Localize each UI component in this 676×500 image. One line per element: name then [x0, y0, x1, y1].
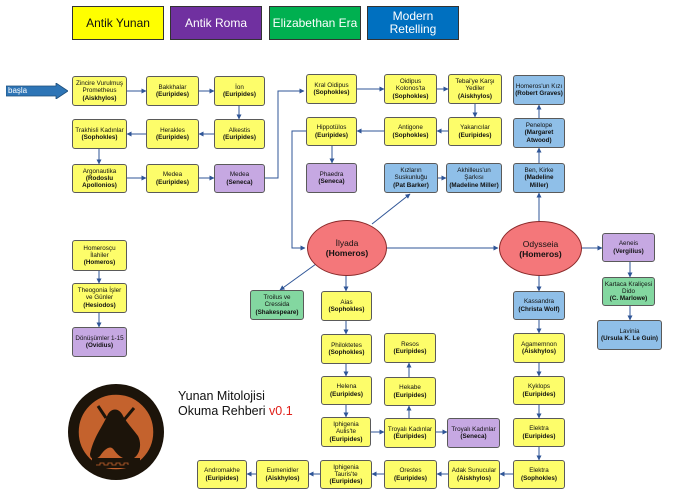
node-agamemnon[interactable]: Agamemnon(Aiskhylos): [513, 333, 565, 363]
node-lavinia[interactable]: Lavinia(Ursula K. Le Guin): [597, 320, 662, 350]
node-kral-oidipus[interactable]: Kral Oidipus(Sophokles): [306, 74, 357, 104]
node-ion[interactable]: İon(Euripides): [214, 76, 265, 106]
node-akhilleus[interactable]: Akhilleus'un Şarkısı(Madeline Miller): [446, 163, 502, 193]
node-kizlarin-suskunlugu[interactable]: Kızların Suskunluğu(Pat Barker): [384, 163, 438, 193]
node-alkestis[interactable]: Alkestis(Euripides): [214, 119, 265, 149]
node-ilyada[interactable]: İlyada(Homeros): [307, 220, 387, 276]
node-kyklops[interactable]: Kyklops(Euripides): [513, 376, 565, 405]
node-homerosun-kizi[interactable]: Homeros'un Kızı(Robert Graves): [513, 75, 565, 105]
node-odysseia[interactable]: Odysseia(Homeros): [499, 221, 582, 276]
node-homerosu-ilahiler[interactable]: Homerosçu İlahiler(Homeros): [72, 240, 127, 271]
title-line-2-text: Okuma Rehberi: [178, 404, 266, 418]
node-medea-seneca[interactable]: Medea(Seneca): [214, 164, 265, 193]
node-oidipus-kolonos[interactable]: Oidipus Kolonos'ta(Sophokles): [384, 74, 437, 104]
start-arrow: [6, 83, 68, 99]
guide-title: Yunan Mitolojisi Okuma Rehberi v0.1: [178, 389, 293, 419]
node-resos[interactable]: Resos(Euripides): [384, 333, 436, 363]
node-elektra-sophokles[interactable]: Elektra(Sophokles): [513, 460, 565, 489]
greek-plate-illustration: [69, 385, 163, 479]
node-herakles[interactable]: Herakles(Euripides): [146, 119, 199, 149]
legend-antik-yunan: Antik Yunan: [72, 6, 164, 40]
node-adak-sunucular[interactable]: Adak Sunucular(Aiskhylos): [448, 460, 500, 489]
node-penelope[interactable]: Penelope(Margaret Atwood): [513, 118, 565, 148]
node-philoktetes[interactable]: Philoktetes(Sophokles): [321, 334, 372, 364]
node-donusumler[interactable]: Dönüşümler 1-15(Ovidius): [72, 327, 127, 357]
node-troilus[interactable]: Troilus ve Cressida(Shakespeare): [250, 290, 304, 320]
node-troyali-euripides[interactable]: Troyalı Kadınlar(Euripides): [384, 418, 436, 448]
node-iphigenia-aulis[interactable]: Iphigenia Aulis'te(Euripides): [321, 417, 371, 447]
node-aeneis[interactable]: Aeneis(Vergilius): [602, 233, 655, 262]
title-version: v0.1: [269, 404, 293, 418]
node-antigone[interactable]: Antigone(Sophokles): [384, 117, 437, 146]
node-tebai[interactable]: Tebai'ye Karşı Yediler(Aiskhylos): [448, 74, 502, 104]
node-yakaricilar[interactable]: Yakarıcılar(Euripides): [448, 117, 502, 146]
node-kartaca[interactable]: Kartaca Kraliçesi Dido(C. Marlowe): [602, 277, 655, 306]
node-argonautika[interactable]: Argonautika(Rodoslu Apollonios): [72, 164, 127, 193]
title-line-1: Yunan Mitolojisi: [178, 389, 265, 403]
legend-modern-retelling: Modern Retelling: [367, 6, 459, 40]
node-theogonia[interactable]: Theogonia İşler ve Günler(Hesiodos): [72, 283, 127, 313]
legend-elizabethan-era: Elizabethan Era: [269, 6, 361, 40]
node-medea-euripides[interactable]: Medea(Euripides): [146, 164, 199, 193]
node-eumenidler[interactable]: Eumenidler(Aiskhylos): [256, 460, 309, 489]
node-hippolytos[interactable]: Hippotülos(Euripides): [306, 117, 357, 146]
node-ben-kirke[interactable]: Ben, Kirke(Madeline Miller): [513, 163, 565, 193]
node-aias[interactable]: Aias(Sophokles): [321, 291, 372, 321]
start-label: başla: [8, 86, 28, 95]
node-andromakhe[interactable]: Andromakhe(Euripides): [197, 460, 247, 489]
legend-antik-roma: Antik Roma: [170, 6, 262, 40]
node-orestes[interactable]: Orestes(Euripides): [384, 460, 437, 489]
node-hekabe[interactable]: Hekabe(Euripides): [384, 377, 436, 406]
node-bakkhalar[interactable]: Bakkhalar(Euripides): [146, 76, 199, 106]
title-line-2: Okuma Rehberi v0.1: [178, 404, 293, 419]
node-phaedra[interactable]: Phaedra(Seneca): [306, 163, 357, 193]
node-trakhisli[interactable]: Trakhisli Kadınlar(Sophokles): [72, 119, 127, 149]
node-helena[interactable]: Helena(Euripides): [321, 376, 372, 405]
node-zincire[interactable]: Zincire Vurulmuş Prometheus(Aiskhylos): [72, 76, 127, 106]
node-troyali-seneca[interactable]: Troyalı Kadınlar(Seneca): [447, 418, 500, 448]
node-iphigenia-tauris[interactable]: Iphigenia Tauris'te(Euripides): [320, 460, 372, 489]
greek-plate-image: [68, 384, 164, 480]
node-kassandra[interactable]: Kassandra(Christa Wolf): [513, 291, 565, 320]
node-elektra-euripides[interactable]: Elektra(Euripides): [513, 418, 565, 447]
